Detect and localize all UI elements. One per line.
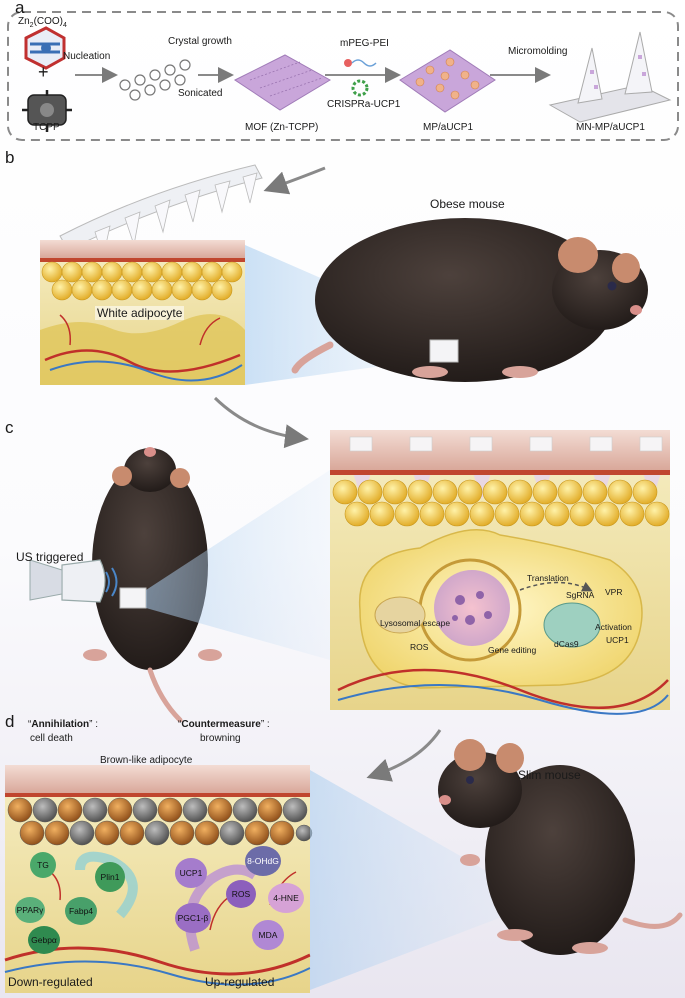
marker-ucp1: UCP1	[175, 858, 207, 888]
vpr-label: VPR	[605, 587, 623, 597]
obese-mouse-illustration	[291, 218, 648, 382]
slim-mouse-label: Slim mouse	[518, 768, 581, 782]
marker-plin1: Plin1	[95, 862, 125, 892]
dcas9-label: dCas9	[554, 639, 579, 649]
tcpp-label: TCPP	[33, 122, 60, 133]
tcpp-molecule-icon	[22, 90, 72, 132]
mpeg-pei-icon	[344, 59, 377, 67]
ultrasound-probe-icon	[29, 559, 118, 603]
down-regulated-label: Down-regulated	[8, 975, 93, 989]
crystal-growth-icon	[119, 59, 191, 101]
up-regulated-label: Up-regulated	[205, 975, 275, 989]
browning-label: browning	[200, 733, 241, 744]
cell-death-label: cell death	[30, 733, 73, 744]
marker-gebpalpha: Gebpα	[28, 926, 60, 954]
us-triggered-label: US triggered	[16, 550, 84, 564]
zn-sbu-icon	[24, 26, 66, 70]
panel-label-c: c	[5, 418, 14, 437]
sgrna-label: SgRNA	[566, 590, 595, 600]
countermeasure-heading: “Countermeasure” :	[178, 719, 270, 730]
marker-fabp4: Fabp4	[65, 897, 97, 925]
mof-label: MOF (Zn-TCPP)	[245, 122, 319, 133]
marker-pgc1-beta: PGC1-β	[175, 903, 211, 933]
panel-label-a: a	[15, 0, 25, 17]
zn-formula: Zn2(COO)4	[18, 16, 67, 29]
activation-label: Activation	[595, 622, 632, 632]
slim-mouse-illustration	[438, 739, 683, 955]
obese-mouse-label: Obese mouse	[430, 197, 505, 211]
marker-8-ohdg: 8-OHdG	[245, 846, 281, 876]
tissue-block-d	[4, 765, 313, 993]
gene-editing-label: Gene editing	[488, 645, 537, 655]
patch-b-icon	[59, 164, 263, 260]
translation-label: Translation	[527, 573, 569, 583]
marker-mda: MDA	[252, 920, 284, 950]
panel-a-dashed-box	[7, 11, 679, 141]
crispra-label: CRISPRa-UCP1	[327, 99, 401, 110]
microneedle-patch-icon	[548, 31, 672, 123]
micromolding-label: Micromolding	[508, 46, 568, 57]
lysosomal-escape-label: Lysosomal escape	[380, 618, 451, 628]
brown-like-adipocyte-label: Brown-like adipocyte	[100, 755, 193, 766]
plus-sign: +	[38, 62, 49, 82]
crystal-growth-label: Crystal growth	[168, 36, 232, 47]
white-adipocyte-label: White adipocyte	[95, 306, 185, 320]
annihilation-heading: “Annihilation” :	[28, 719, 99, 730]
sonicated-label: Sonicated	[178, 88, 223, 99]
nucleation-label: Nucleation	[63, 51, 111, 62]
down-regulation-arrow	[75, 851, 138, 919]
ros-label: ROS	[410, 642, 429, 652]
marker-ppargamma: PPARγ	[15, 897, 45, 923]
mp-aucp1-label: MP/aUCP1	[423, 122, 474, 133]
tissue-block-c	[330, 430, 670, 715]
mn-mp-aucp1-label: MN-MP/aUCP1	[576, 122, 645, 133]
mp-aucp1-sheet-icon	[399, 49, 496, 113]
panel-label-d: d	[5, 712, 15, 731]
supine-mouse-illustration	[83, 447, 222, 723]
mpeg-pei-label: mPEG-PEI	[340, 38, 389, 49]
marker-tg: TG	[30, 852, 56, 878]
marker-ros: ROS	[226, 880, 256, 908]
marker-4-hne: 4-HNE	[268, 883, 304, 913]
ucp1-label: UCP1	[606, 635, 629, 645]
mof-sheet-icon	[234, 54, 331, 111]
panel-label-b: b	[5, 148, 15, 167]
crispra-plasmid-icon	[351, 79, 369, 97]
